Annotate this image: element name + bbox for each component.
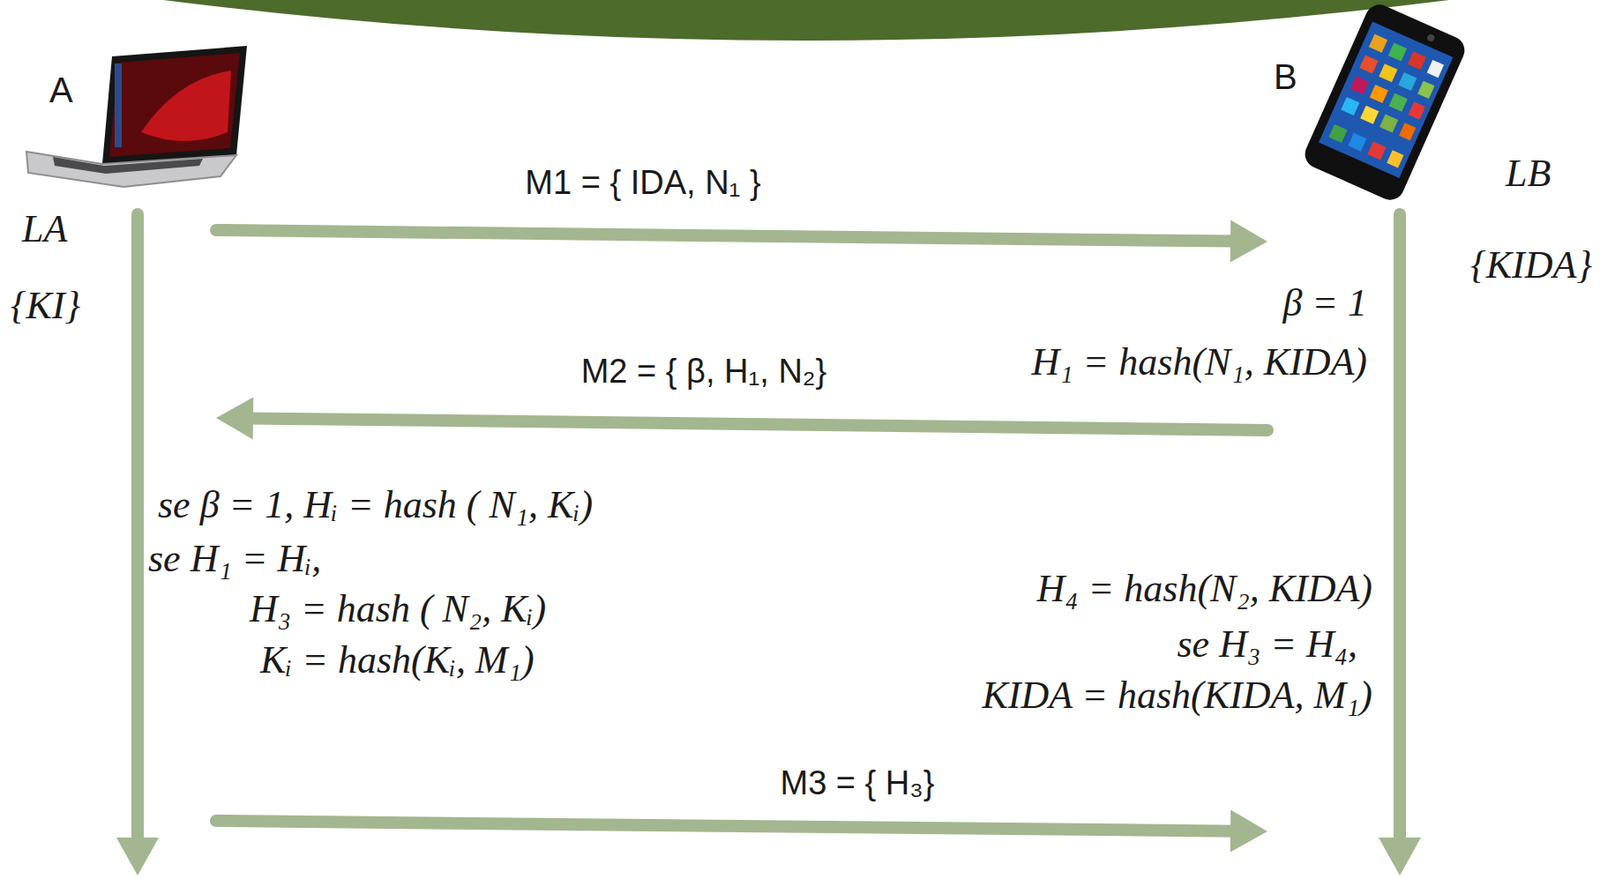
app-icon [1407, 51, 1427, 70]
app-icon [1388, 42, 1407, 61]
app-icon [1328, 124, 1347, 143]
formula-label: H₃ = hash ( N₂, Kᵢ) [249, 587, 546, 633]
message-label: M3 = { H₃} [780, 764, 935, 804]
phone-camera [1426, 33, 1436, 44]
participant-name: B [1273, 56, 1298, 98]
header-banner [163, 0, 1450, 41]
participant-name: A [49, 69, 74, 111]
formula-label: se H₃ = H₄, [1177, 622, 1359, 668]
phone-body [1300, 0, 1470, 205]
phone-screen [1318, 21, 1453, 179]
app-icon [1367, 141, 1386, 160]
laptop-base [26, 151, 237, 187]
phone-icon [1300, 0, 1470, 205]
formula-label: H₄ = hash(N₂, KIDA) [1037, 567, 1374, 613]
location-label: LB [1505, 151, 1551, 197]
app-icon [1340, 97, 1360, 116]
app-icon [1398, 122, 1416, 141]
app-icon [1389, 93, 1408, 113]
formula-label: se β = 1, Hᵢ = hash ( N₁, Kᵢ) [157, 483, 593, 529]
formula-label: KIDA = hash(KIDA, M₁) [981, 673, 1373, 719]
app-icon [1398, 72, 1417, 91]
app-icon [1378, 63, 1398, 83]
participant-column: B LB {KIDA} [1270, 52, 1597, 869]
app-icon [1408, 101, 1426, 120]
message-line [247, 418, 1268, 431]
phone-app-icons [1328, 34, 1444, 169]
laptop-keyboard [52, 157, 203, 174]
message-arrow [216, 396, 1268, 440]
message-label: M2 = { β, H₁, N₂} [581, 352, 828, 392]
message-arrow [216, 220, 1268, 263]
formula-label: Kᵢ = hash(Kᵢ, M₁) [260, 638, 535, 684]
laptop-screen-frame [102, 45, 247, 165]
app-icon [1359, 54, 1378, 74]
app-icon [1350, 75, 1369, 95]
app-icon [1379, 113, 1399, 133]
app-icon [1386, 149, 1404, 168]
app-icon [1360, 105, 1379, 125]
formula-label: se H₁ = Hᵢ, [148, 537, 322, 583]
message-line [216, 230, 1236, 242]
app-icon [1369, 84, 1389, 104]
lifeline-arrowhead [1378, 837, 1421, 876]
formula-label: β = 1 [1282, 281, 1368, 327]
app-icon [1427, 59, 1444, 78]
formula-label: H₁ = hash(N₁, KIDA) [1031, 340, 1369, 386]
key-store-label: {KI} [10, 284, 81, 329]
laptop-icon [26, 45, 247, 187]
arrowhead [1230, 810, 1268, 853]
app-icon [1368, 34, 1388, 53]
laptop-screen [109, 52, 240, 158]
lifeline-line [1393, 214, 1406, 843]
laptop-taskbar [114, 63, 122, 148]
arrowhead [216, 396, 254, 440]
message-label: M1 = { IDA, N₁ } [524, 164, 761, 203]
key-store-label: {KIDA} [1470, 243, 1593, 289]
message-line [216, 821, 1236, 832]
lifeline-arrowhead [116, 837, 159, 876]
app-icon [1347, 133, 1367, 152]
message-arrow [216, 810, 1268, 853]
location-label: LA [22, 207, 68, 253]
laptop-wallpaper [141, 70, 232, 142]
lifeline-line [131, 214, 144, 843]
participant-column: A LA {KI} [4, 61, 214, 869]
app-icon [1417, 81, 1435, 99]
lifeline [1378, 214, 1421, 876]
arrowhead [1230, 220, 1268, 263]
